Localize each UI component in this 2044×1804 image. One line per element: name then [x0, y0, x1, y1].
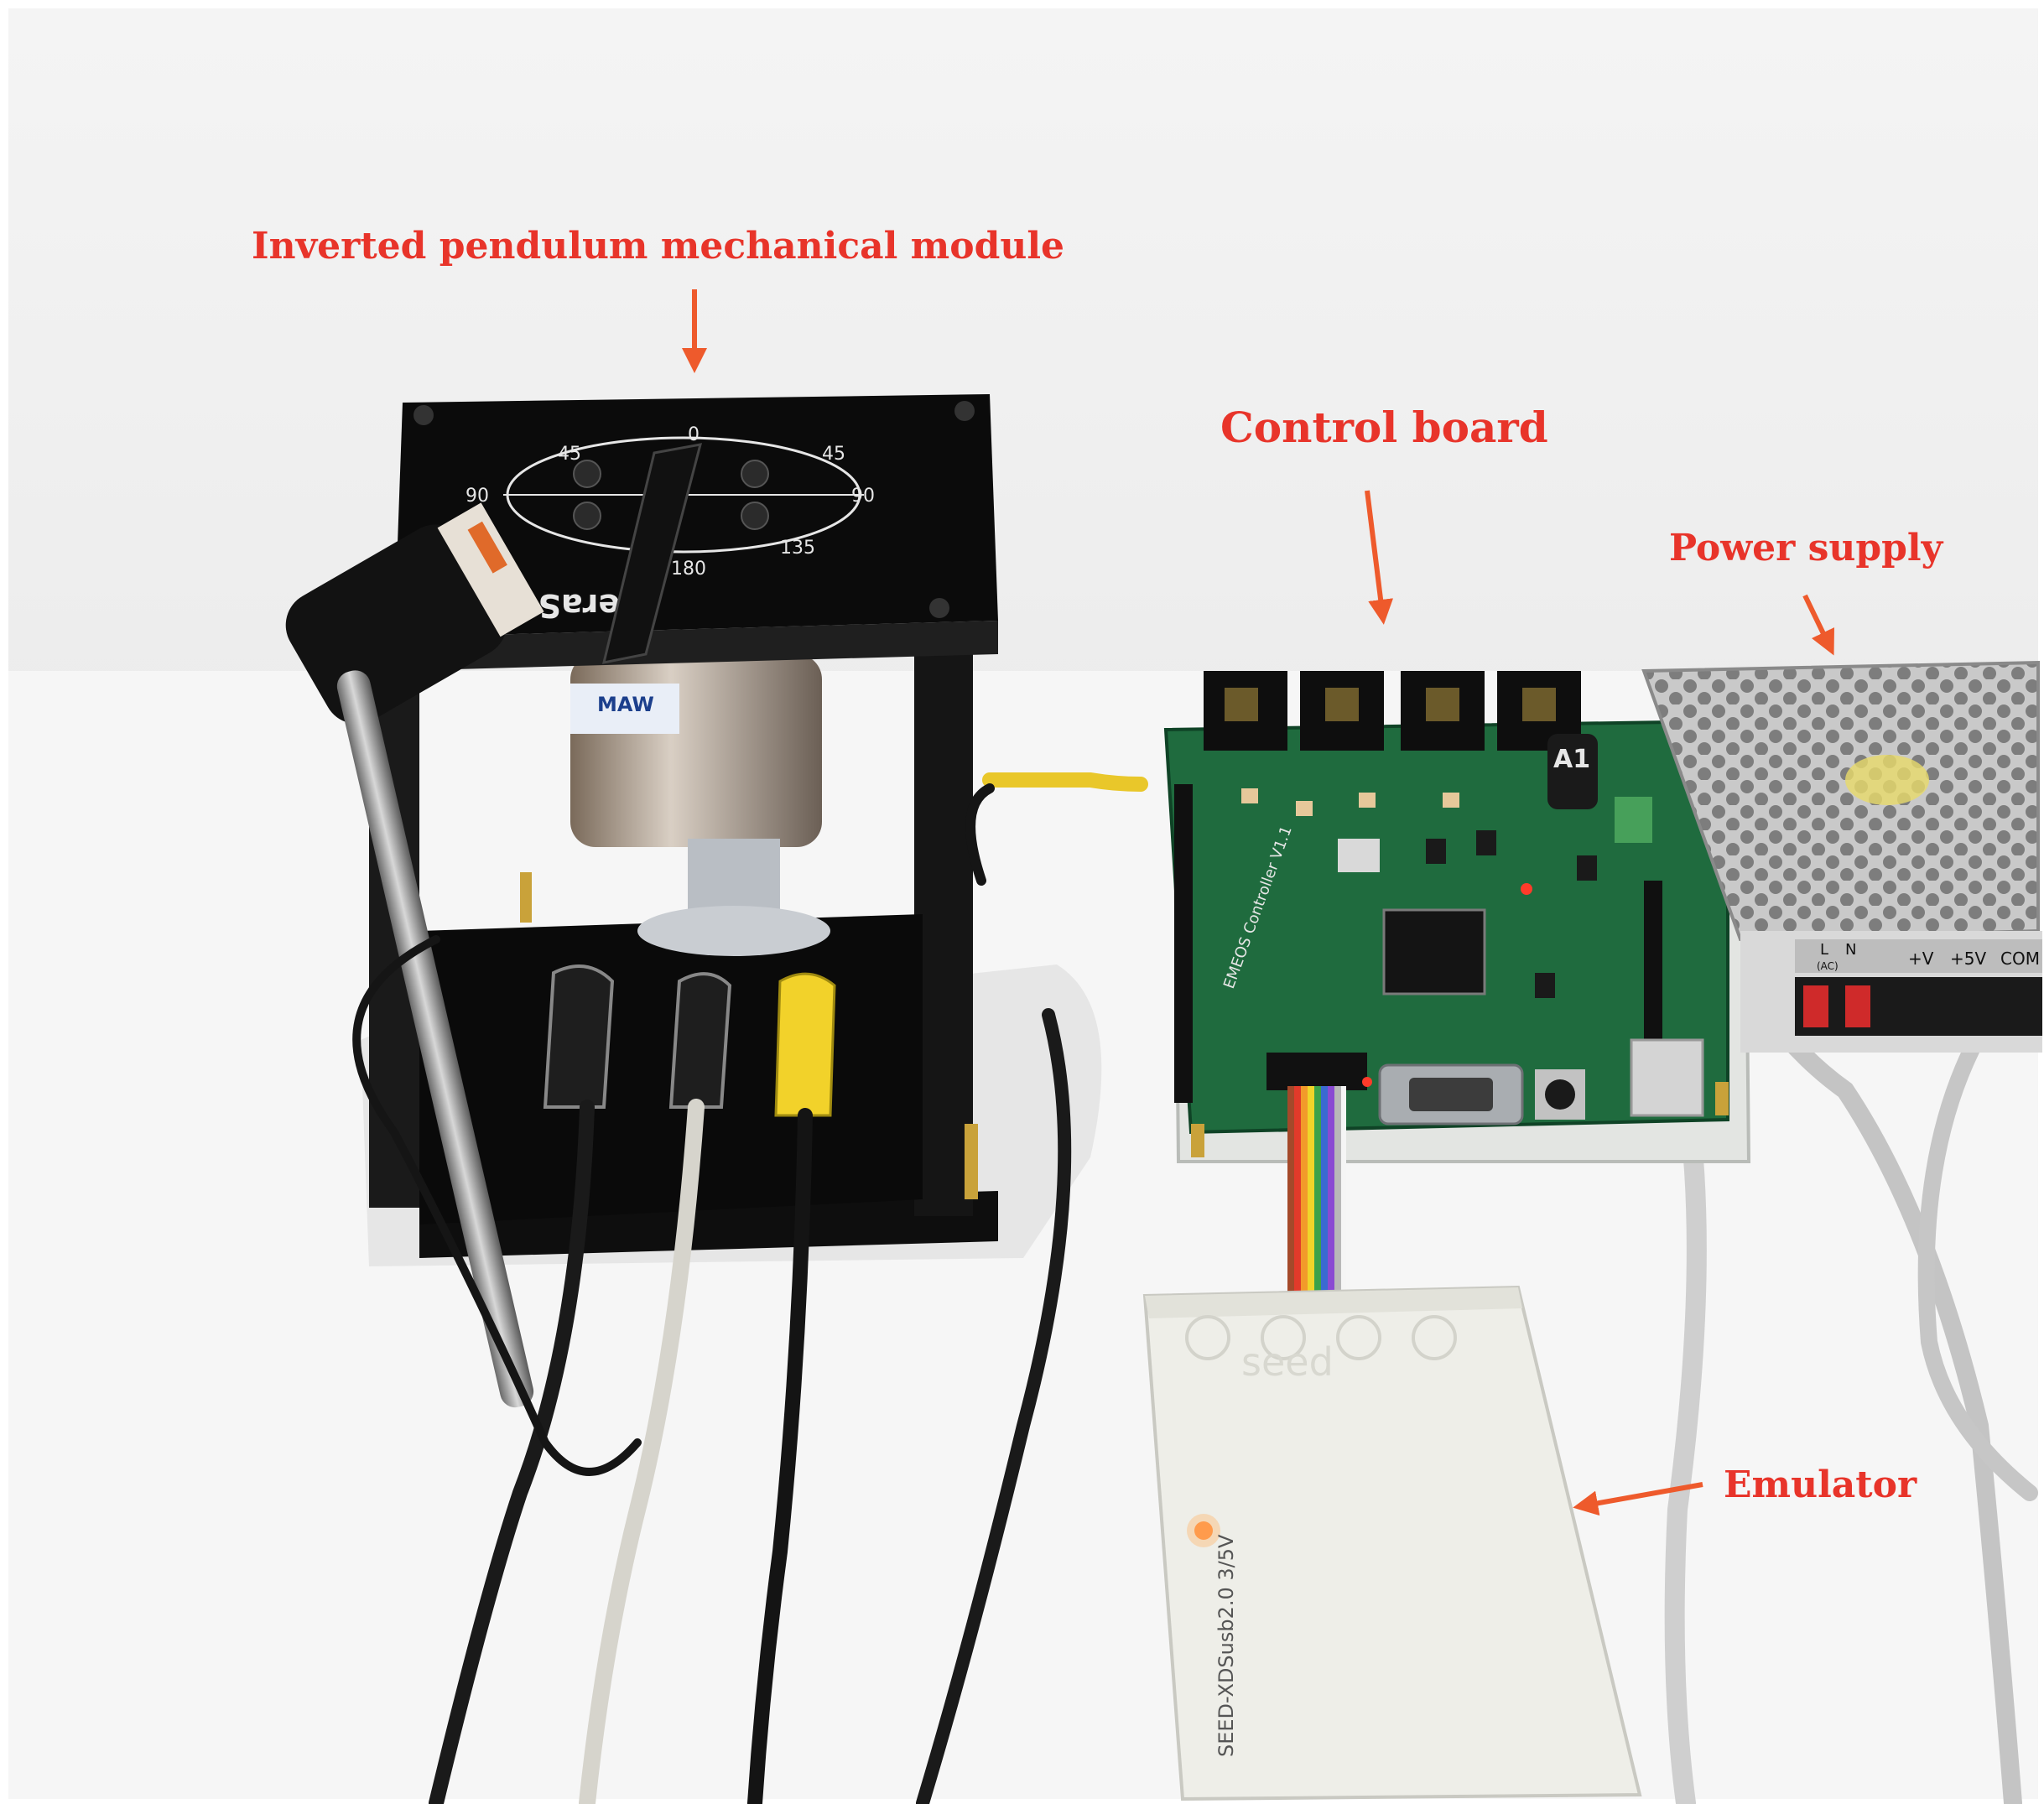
- ribbon-cable: [1287, 1086, 1346, 1304]
- psu-terminal-n: N: [1845, 941, 1856, 959]
- psu-terminal-plus-v: +V: [1908, 949, 1934, 969]
- encoder-brand-text: MAW: [597, 693, 654, 716]
- dial-label-90-right: 90: [851, 486, 875, 507]
- arrow-emulator: [1573, 1482, 1703, 1516]
- dial-label-135: 135: [780, 538, 815, 559]
- emulator-model-text: SEED-XDSusb2.0 3/5V: [1214, 1534, 1238, 1757]
- emulator-logo-text: seed: [1241, 1339, 1334, 1385]
- dial-label-0: 0: [688, 424, 700, 445]
- annotation-arrows: [682, 289, 1834, 1516]
- pendulum-module-label: Inverted pendulum mechanical module: [252, 225, 1065, 268]
- control-board-label: Control board: [1220, 403, 1548, 452]
- dial-label-90-left: 90: [465, 486, 489, 507]
- power-supply: L N (AC) +V +5V COM: [1641, 660, 2042, 1053]
- arrow-power-supply: [1802, 594, 1834, 656]
- emulator: seed SEED-XDSusb2.0 3/5V: [1142, 1285, 1642, 1801]
- arrow-control-board: [1365, 490, 1394, 625]
- dial-label-45-left: 45: [558, 444, 581, 465]
- psu-terminal-ac: (AC): [1817, 960, 1839, 972]
- psu-terminal-com: COM: [2000, 949, 2040, 969]
- control-board: A1 EMEOS Controller V1.1: [1163, 671, 1751, 1163]
- capacitor-mark: A1: [1553, 745, 1590, 774]
- dial-label-180: 180: [671, 559, 706, 580]
- psu-terminal-l: L: [1820, 941, 1828, 959]
- psu-terminal-plus5v: +5V: [1950, 949, 1986, 969]
- power-supply-label: Power supply: [1669, 527, 1943, 569]
- emulator-label: Emulator: [1724, 1463, 1917, 1506]
- pendulum-module: MAW 0 45 45 90 90 135 180 TeraSoft: [285, 394, 1102, 1408]
- dial-label-45-right: 45: [822, 444, 845, 465]
